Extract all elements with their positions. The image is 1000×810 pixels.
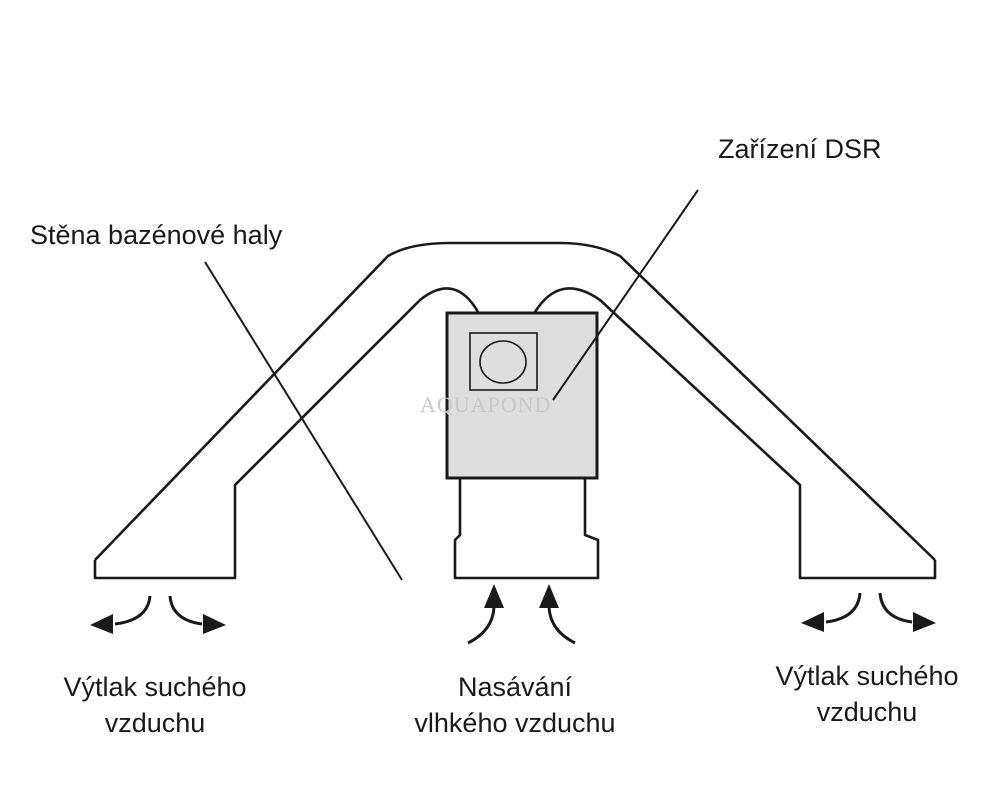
outlet-right-label: Výtlak suchého vzduchu (752, 658, 982, 730)
outlet-left-label-line-1: Výtlak suchého (63, 672, 247, 702)
wall-leader-line (204, 261, 403, 581)
outlet-right-arrow-right-icon (878, 592, 913, 624)
watermark-text: AQUAPOND (420, 392, 552, 417)
dsr-fan-circle-icon (479, 340, 527, 384)
wall-label: Stěna bazénové haly (30, 220, 283, 250)
intake-arrowhead-left-icon (484, 584, 504, 608)
intake-arrow-right-icon (547, 604, 576, 645)
outlet-left-arrow-left-icon (114, 595, 152, 626)
outlet-left-arrow-right-icon (168, 595, 203, 626)
duct-inner-right (533, 287, 937, 580)
outlet-right-arrow-left-icon (825, 592, 862, 624)
outlet-left-label-line-2: vzduchu (104, 708, 206, 738)
outlet-right-arrowhead-right-icon (913, 612, 936, 632)
outlet-right-label-line-2: vzduchu (816, 697, 918, 727)
intake-label-line-1: Nasávání (457, 672, 573, 702)
intake-label-line-2: vlhkého vzduchu (414, 708, 616, 738)
outlet-left-arrowhead-right-icon (203, 614, 226, 634)
intake-neck (453, 478, 600, 580)
device-leader-line (552, 189, 699, 401)
outlet-right-arrowhead-left-icon (801, 612, 824, 632)
outlet-left-arrowhead-left-icon (90, 614, 113, 634)
duct-outer-contour (94, 241, 936, 561)
intake-arrowhead-right-icon (539, 584, 559, 608)
device-label: Zařízení DSR (718, 134, 882, 164)
outlet-right-label-line-1: Výtlak suchého (775, 661, 959, 691)
intake-arrow-left-icon (467, 604, 496, 645)
intake-label: Nasávání vlhkého vzduchu (385, 669, 645, 741)
duct-inner-left (93, 287, 480, 580)
outlet-left-label: Výtlak suchého vzduchu (40, 669, 270, 741)
